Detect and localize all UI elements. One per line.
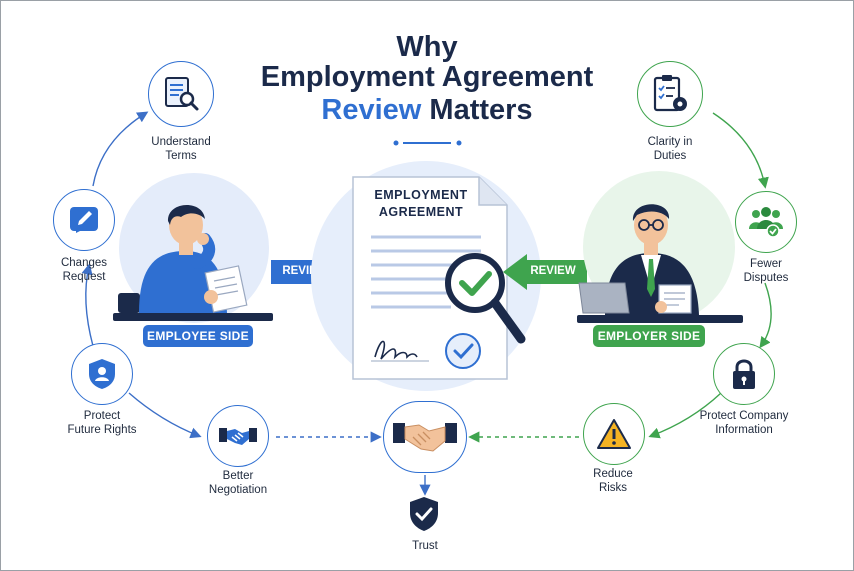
magnifier-check-icon: [445, 253, 526, 344]
title-divider: [393, 140, 462, 146]
approval-seal-icon: [445, 333, 481, 369]
clarity-duties-label: Clarity in Duties: [647, 136, 693, 162]
reduce-risks-node: [583, 403, 645, 465]
fewer-disputes-node: [735, 191, 797, 253]
connector-protect-to-changes: [81, 263, 94, 347]
better-negotiation-node: [207, 405, 269, 467]
understand-terms-node: [148, 61, 214, 127]
clarity-duties-node: [637, 61, 703, 127]
document-search-icon: [165, 77, 199, 111]
connector-protect-company-to-risks: [648, 392, 722, 439]
document-heading-line-2: AGREEMENT: [378, 205, 464, 219]
protect-future-rights-node: [71, 343, 133, 405]
handshake-icon: [393, 423, 457, 452]
title-line-2: Employment Agreement: [260, 61, 594, 93]
employee-illustration: [113, 204, 273, 321]
employer-illustration: [577, 204, 743, 323]
employer-review-label: REVIEW: [530, 265, 576, 277]
employee-side-badge: EMPLOYEE SIDE: [143, 325, 253, 347]
trust-shield-icon: [410, 497, 438, 531]
reduce-risks-label: Reduce Risks: [593, 468, 633, 494]
document-heading: EMPLOYMENT AGREEMENT: [357, 187, 485, 221]
title-line-1: Why: [396, 31, 458, 63]
protect-future-rights-label: Protect Future Rights: [67, 410, 137, 436]
handshake-icon: [219, 428, 257, 445]
connector-changes-to-understand: [92, 111, 149, 187]
warning-icon: [597, 419, 631, 449]
protect-company-node: [713, 343, 775, 405]
team-check-icon: [749, 207, 783, 238]
employer-side-badge: EMPLOYER SIDE: [593, 325, 705, 347]
changes-request-node: [53, 189, 115, 251]
signature-icon: [374, 340, 418, 360]
document-heading-line-1: EMPLOYMENT: [374, 188, 468, 202]
connector-protect-to-negotiation: [128, 392, 202, 439]
changes-request-label: Changes Request: [60, 257, 108, 283]
trust-label: Trust: [412, 540, 438, 552]
edit-note-icon: [70, 207, 98, 233]
agreement-document: [352, 176, 508, 380]
protect-company-label: Protect Company Information: [699, 410, 789, 436]
fewer-disputes-label: Fewer Disputes: [743, 258, 789, 284]
user-shield-icon: [89, 359, 115, 389]
title-rest: Matters: [429, 94, 533, 126]
employer-review-arrow: [503, 254, 587, 290]
better-negotiation-label: Better Negotiation: [208, 470, 268, 496]
title-highlight: Review: [321, 94, 422, 126]
trust-handshake-node: [383, 401, 467, 473]
connector-clarity-to-disputes: [712, 112, 769, 189]
lock-icon: [733, 359, 755, 389]
title-line-3: Review Matters: [1, 94, 853, 127]
understand-terms-label: Understand Terms: [151, 136, 211, 162]
clipboard-gear-icon: [653, 75, 687, 112]
connector-disputes-to-protect: [759, 282, 772, 349]
